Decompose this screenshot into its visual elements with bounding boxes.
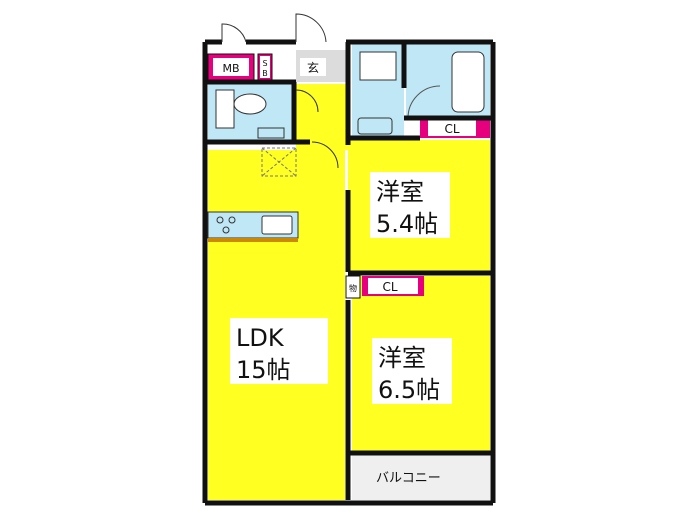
stove-burner-icon [228, 216, 236, 224]
front-door-swing [295, 13, 327, 43]
closet-2-label-bg [368, 278, 418, 294]
ldk-door-swing [311, 141, 339, 169]
counter-edge [208, 238, 298, 242]
balcony-label: バルコニー [376, 471, 441, 486]
bath-door-swing [407, 85, 441, 119]
refrigerator-cross [261, 147, 297, 177]
closet-1-label: CL [444, 122, 459, 136]
toilet-sink-icon [257, 127, 285, 139]
washing-machine-icon [359, 51, 397, 81]
door-swing-mb [221, 23, 247, 43]
ldk-size: 15帖 [236, 356, 291, 384]
western-room-1-name: 洋室 [376, 178, 424, 206]
ldk-label-bg [230, 318, 328, 384]
ldk-name: LDK [236, 324, 285, 352]
entrance-label: 玄 [307, 60, 319, 75]
walls [202, 39, 496, 506]
hallway [296, 84, 348, 150]
kitchen-sink-icon [261, 215, 293, 235]
western-room-2-name: 洋室 [378, 344, 426, 372]
entrance-label-bg [300, 58, 326, 76]
stove-burner-icon [222, 226, 230, 234]
toilet-tank-icon [215, 89, 235, 129]
closet-1-label-bg [428, 120, 476, 136]
mb-label: MB [222, 62, 239, 75]
mb-label-bg [213, 58, 249, 76]
bathtub-icon [451, 51, 485, 113]
toilet-door-swing [295, 89, 319, 113]
sb-label-bg [260, 56, 270, 78]
toilet-bowl-icon [233, 93, 267, 115]
closet-2-label: CL [382, 280, 397, 294]
western-room-2-label-bg [372, 338, 452, 404]
balcony [352, 455, 490, 500]
refrigerator-space [261, 147, 297, 177]
western-room-2-size: 6.5帖 [378, 376, 440, 404]
sb-label-bottom: B [262, 69, 268, 78]
western-room-1-label-bg [370, 172, 450, 238]
stove-burner-icon [216, 216, 224, 224]
wash-basin-icon [357, 117, 393, 135]
storage-label: 物 [349, 283, 357, 293]
western-room-1-size: 5.4帖 [376, 210, 438, 238]
sb-label-top: S [262, 59, 267, 68]
storage-box [345, 275, 361, 299]
